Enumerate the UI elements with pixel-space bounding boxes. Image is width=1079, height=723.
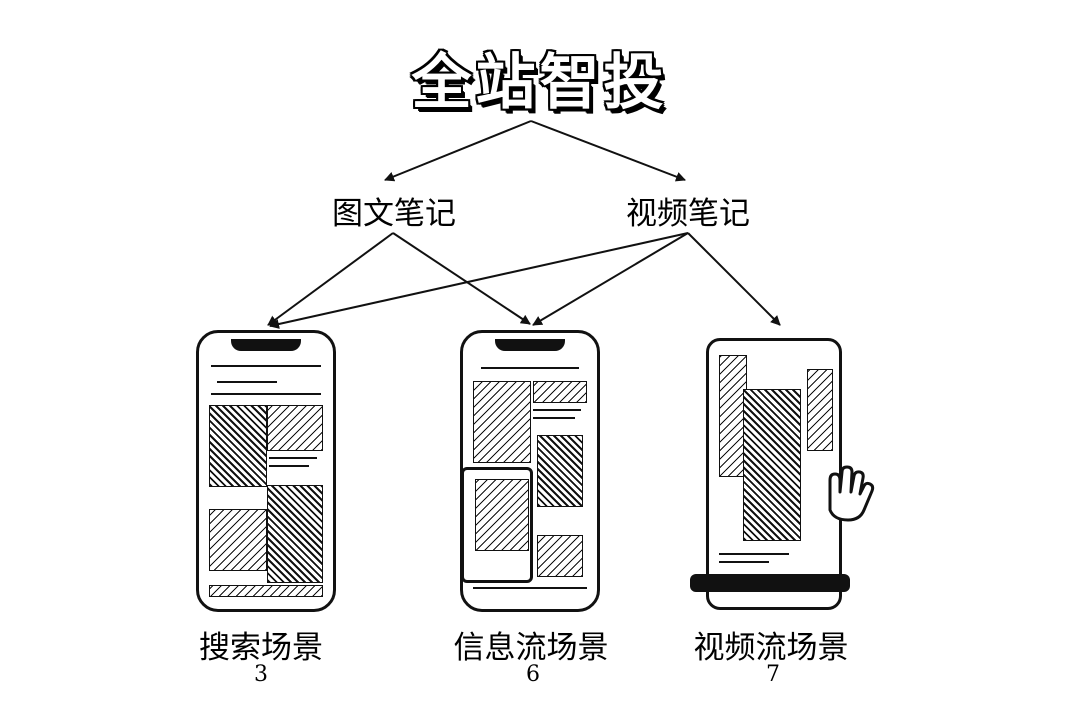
note-card-text — [533, 417, 575, 419]
note-card-image — [533, 381, 587, 403]
note-card-image — [209, 509, 267, 571]
phone-notch — [495, 339, 565, 351]
note-card-image — [537, 435, 583, 507]
note-card-image — [267, 405, 323, 451]
edge-image-to-search — [267, 232, 394, 326]
bottom-nav — [473, 587, 587, 589]
video-action-bar — [690, 574, 850, 592]
scene-count-feed: 6 — [526, 662, 540, 687]
scene-count-search: 3 — [254, 662, 268, 687]
top-tabs — [481, 367, 579, 369]
note-card-image — [473, 381, 531, 463]
edge-title-to-video — [530, 120, 686, 182]
video-caption — [719, 561, 769, 563]
diagram-title: 全站智投 — [411, 48, 668, 118]
video-subject — [743, 389, 801, 541]
note-card-text — [533, 409, 581, 411]
highlighted-note-card — [461, 467, 533, 583]
edge-video-to-video-scene — [687, 232, 781, 326]
tab-row — [217, 381, 277, 383]
hand-pointer-icon — [828, 465, 875, 522]
node-video-notes: 视频笔记 — [626, 196, 750, 232]
scene-label-search: 搜索场景 — [199, 630, 323, 666]
scene-label-feed: 信息流场景 — [453, 630, 609, 666]
note-card-image — [209, 405, 267, 487]
node-image-notes: 图文笔记 — [332, 196, 456, 232]
search-bar — [211, 365, 321, 367]
video-caption — [719, 553, 789, 555]
phone-search-scene — [196, 330, 336, 612]
phone-screen — [207, 359, 325, 599]
scene-label-video: 视频流场景 — [693, 630, 849, 666]
phone-notch — [231, 339, 301, 351]
video-screen — [713, 349, 835, 601]
phone-video-scene — [706, 338, 842, 610]
edge-image-to-feed — [392, 232, 531, 325]
note-card-text — [269, 465, 309, 467]
bottom-nav — [209, 585, 323, 597]
edge-title-to-image — [384, 120, 532, 182]
video-background-right — [807, 369, 833, 451]
note-card-image — [267, 485, 323, 583]
note-card-text — [269, 457, 317, 459]
scene-count-video: 7 — [766, 662, 780, 687]
filter-row — [211, 393, 321, 395]
edge-video-to-search — [269, 232, 689, 329]
edge-video-to-feed — [532, 232, 689, 326]
video-background-left — [719, 355, 747, 477]
note-card-image — [475, 479, 529, 551]
phone-screen — [471, 359, 589, 599]
note-card-image — [537, 535, 583, 577]
